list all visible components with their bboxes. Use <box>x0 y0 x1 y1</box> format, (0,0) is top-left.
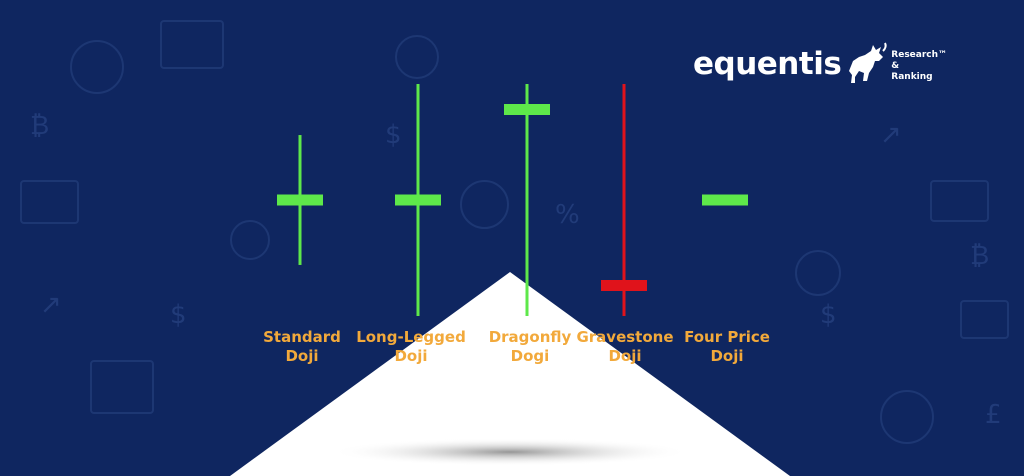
brand-tagline: Research™ & Ranking <box>891 50 947 83</box>
label-line1: Long-Legged <box>356 328 466 346</box>
tagline-ranking: Ranking <box>891 71 933 82</box>
clock-doodle <box>460 180 509 229</box>
card-doodle <box>930 180 989 222</box>
label-dragonfly-doji: Dragonfly Dogi <box>470 328 590 366</box>
label-gravestone-doji: Gravestone Doji <box>565 328 685 366</box>
label-line1: Standard <box>263 328 341 346</box>
candle-body <box>395 194 441 206</box>
coin-doodle <box>880 390 934 444</box>
bitcoin-icon: ₿ <box>970 241 990 271</box>
candle-body <box>504 104 550 115</box>
brand-logo: equentis Research™ & Ranking <box>693 42 947 86</box>
dollar-icon: $ <box>385 120 402 150</box>
candle-wick <box>525 84 529 316</box>
coin-doodle <box>70 40 124 94</box>
dollar-icon: $ <box>820 300 837 330</box>
label-four-price-doji: Four Price Doji <box>667 328 787 366</box>
label-standard-doji: Standard Doji <box>242 328 362 366</box>
arrow-icon: ↗ <box>880 120 902 150</box>
dollar-icon: $ <box>170 300 187 330</box>
label-line1: Gravestone <box>576 328 674 346</box>
tagline-ampersand: & <box>891 60 900 71</box>
coin-doodle <box>230 220 270 260</box>
pyramid-shadow <box>330 438 690 466</box>
candle-body <box>277 194 323 206</box>
chart-doodle <box>160 20 224 69</box>
label-line2: Doji <box>710 347 744 365</box>
bull-icon <box>849 42 887 83</box>
label-line2: Doji <box>394 347 428 365</box>
pyramid-shape <box>230 272 790 476</box>
candle-body <box>702 194 748 206</box>
label-line2: Doji <box>285 347 319 365</box>
bitcoin-icon: ₿ <box>30 111 50 141</box>
candle-wick <box>622 84 626 316</box>
coin-doodle <box>395 35 439 79</box>
card-doodle <box>960 300 1009 339</box>
label-line2: Doji <box>608 347 642 365</box>
label-line2: Dogi <box>510 347 550 365</box>
brand-name: equentis <box>693 46 842 82</box>
label-long-legged-doji: Long-Legged Doji <box>351 328 471 366</box>
arrow-icon: ↗ <box>40 290 62 320</box>
tagline-research: Research™ <box>891 49 948 60</box>
label-line1: Dragonfly <box>488 328 572 346</box>
pound-icon: £ <box>985 400 1002 430</box>
wallet-doodle <box>20 180 79 224</box>
candle-body <box>601 280 647 291</box>
chart-doodle <box>90 360 154 414</box>
percent-icon: % <box>555 200 580 230</box>
label-line1: Four Price <box>684 328 770 346</box>
coin-doodle <box>795 250 841 296</box>
